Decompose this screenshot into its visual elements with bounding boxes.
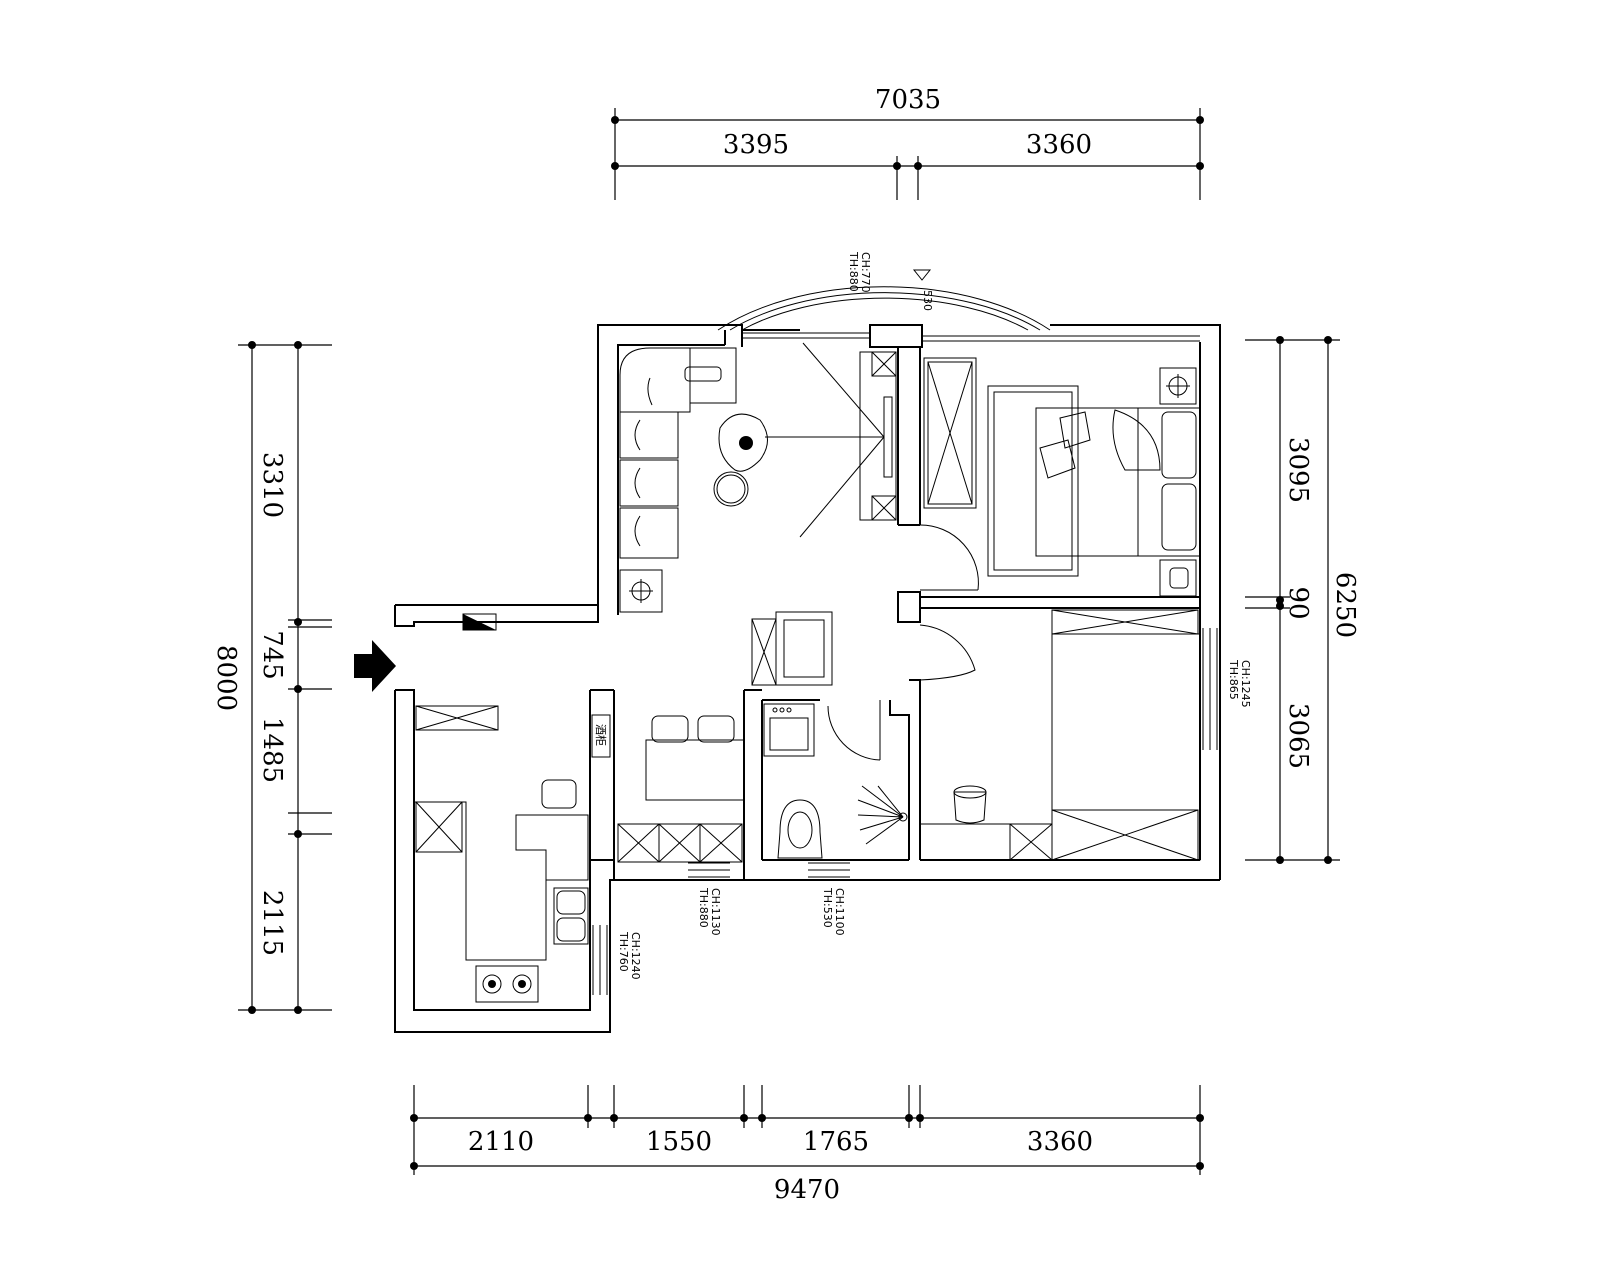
round-table — [713, 471, 749, 507]
bed — [1035, 407, 1201, 557]
dining-window-ch: CH:1130 — [709, 888, 722, 936]
dim-bottom-2: 1550 — [646, 1127, 712, 1157]
walls — [394, 324, 1221, 1033]
wardrobe — [923, 357, 977, 509]
bar-stool — [541, 779, 577, 809]
bottom-dimensions: 2110 1550 1765 3360 9470 — [410, 1085, 1204, 1205]
top-sill-height: 530 — [921, 290, 934, 311]
dim-right-3: 3065 — [1283, 703, 1313, 769]
clothes-icon — [1059, 411, 1091, 449]
right-window-th: TH:865 — [1227, 659, 1240, 700]
bay-window: CH:770 TH:880 530 — [717, 251, 1051, 331]
cooktop-icon — [475, 965, 539, 1003]
dining-window-th: TH:880 — [697, 887, 710, 928]
wine-cabinet — [591, 714, 611, 758]
dim-left-1: 3310 — [257, 452, 287, 518]
dim-top-right: 3360 — [1026, 130, 1092, 160]
bath-window-th: TH:530 — [821, 887, 834, 928]
dining: 酒柜 — [591, 611, 833, 863]
right-dimensions: 3095 90 3065 6250 — [1245, 336, 1360, 864]
dim-top-left: 3395 — [723, 130, 789, 160]
phone-icon — [1169, 567, 1189, 589]
side-table — [619, 569, 663, 613]
dim-top-total: 7035 — [875, 85, 941, 115]
sink-icon — [553, 887, 589, 945]
dim-bottom-total: 9470 — [774, 1175, 840, 1205]
master-bedroom — [919, 357, 1201, 597]
door-swing-bath — [827, 705, 881, 761]
tv-cabinet — [859, 351, 897, 521]
upper-cabinet — [415, 705, 499, 731]
top-window-th: TH:880 — [847, 251, 860, 292]
bath-window-ch: CH:1100 — [833, 888, 846, 936]
desk-cabinet — [1009, 823, 1053, 861]
sofa-corner — [619, 347, 691, 413]
dining-table — [645, 739, 745, 801]
sideboard — [617, 823, 743, 863]
dim-left-2: 745 — [257, 630, 287, 680]
single-bed — [1051, 633, 1201, 861]
dim-bottom-4: 3360 — [1027, 1127, 1093, 1157]
dim-bottom-3: 1765 — [803, 1127, 869, 1157]
right-window-ch: CH:1245 — [1239, 660, 1252, 708]
kitchen-window-th: TH:760 — [617, 931, 630, 972]
second-bedroom — [920, 609, 1201, 861]
wine-cabinet-label: 酒柜 — [594, 724, 607, 746]
armchair — [718, 413, 768, 472]
door-swing-corridor — [919, 624, 976, 681]
dim-left-total: 8000 — [211, 645, 241, 711]
top-dimensions: 7035 3395 3360 — [611, 85, 1204, 200]
blanket — [1112, 409, 1161, 471]
dim-right-2: 90 — [1283, 586, 1313, 619]
level-marker-icon — [912, 269, 932, 281]
top-window-ch: CH:770 — [859, 252, 872, 293]
kitchen-window-ch: CH:1240 — [629, 932, 642, 980]
left-dimensions: 3310 745 1485 2115 8000 — [211, 341, 332, 1014]
dim-bottom-1: 2110 — [468, 1127, 534, 1157]
dim-left-3: 1485 — [257, 717, 287, 783]
nightstand-top — [1159, 367, 1197, 405]
door-swing-bedroom — [919, 524, 979, 591]
nightstand-bottom — [1159, 559, 1197, 597]
water-dispenser — [775, 611, 833, 686]
washing-machine — [763, 703, 815, 757]
dim-right-total: 6250 — [1330, 572, 1360, 638]
dim-right-1: 3095 — [1283, 437, 1313, 503]
kitchen — [414, 705, 589, 1003]
tv — [883, 396, 893, 478]
shower-icon — [857, 785, 908, 845]
window-labels: CH:1245 TH:865 CH:1240 TH:760 CH:1130 TH… — [617, 659, 1252, 980]
dim-left-4: 2115 — [257, 890, 287, 956]
bathroom — [763, 624, 976, 859]
desk-chair — [953, 791, 987, 824]
toilet-icon — [777, 799, 823, 859]
living-room — [462, 342, 897, 631]
bar-counter — [515, 814, 589, 881]
entrance-arrow-icon — [354, 640, 396, 692]
plant-icon — [739, 436, 753, 450]
